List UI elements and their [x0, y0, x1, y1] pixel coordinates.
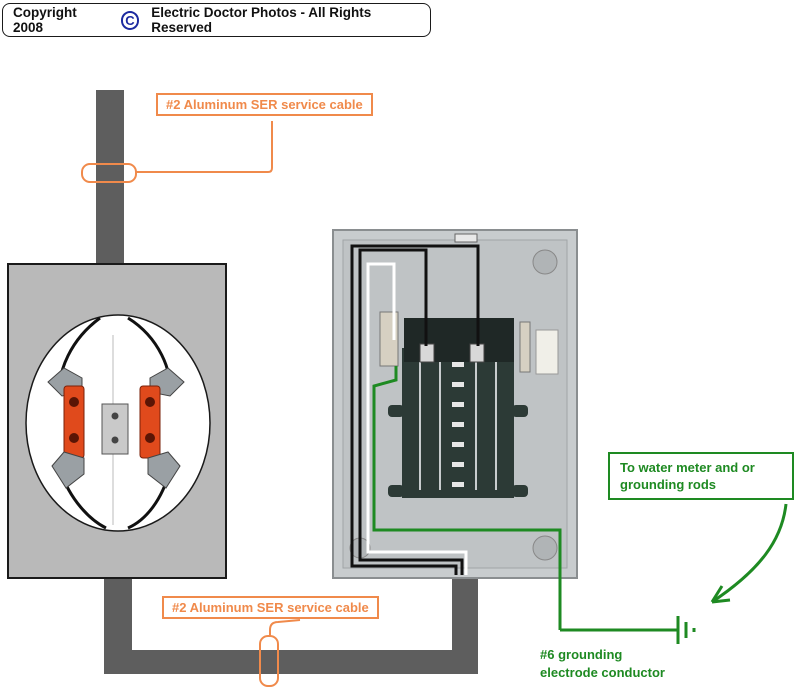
copyright-suffix: Electric Doctor Photos - All Rights Rese… — [151, 5, 372, 35]
left-meter-jaw — [47, 367, 85, 489]
top-conduit — [96, 90, 124, 268]
bottom-cable-callout — [259, 619, 301, 687]
ground-conductor-label-line2: electrode conductor — [540, 665, 665, 680]
top-cable-callout — [81, 121, 273, 183]
copyright-symbol-icon: C — [120, 10, 140, 30]
water-meter-label-line1: To water meter and or — [620, 460, 755, 475]
copyright-prefix: Copyright 2008 — [13, 5, 77, 35]
water-meter-label: To water meter and or grounding rods — [608, 452, 794, 500]
meter-base — [7, 263, 227, 579]
copyright-banner: Copyright 2008 C Electric Doctor Photos … — [2, 3, 431, 37]
bottom-cable-label: #2 Aluminum SER service cable — [162, 596, 379, 619]
ground-conductor-label-line1: #6 grounding — [540, 647, 623, 662]
electrical-panel — [332, 229, 578, 630]
meter-neutral-block — [101, 403, 129, 455]
water-meter-label-line2: grounding rods — [620, 477, 717, 492]
water-meter-arrow — [710, 503, 788, 604]
ground-conductor-label: #6 grounding electrode conductor — [540, 646, 665, 682]
bottom-conduit — [104, 570, 478, 674]
top-cable-label: #2 Aluminum SER service cable — [156, 93, 373, 116]
right-meter-jaw — [139, 367, 185, 489]
ground-electrode-path — [560, 616, 696, 644]
